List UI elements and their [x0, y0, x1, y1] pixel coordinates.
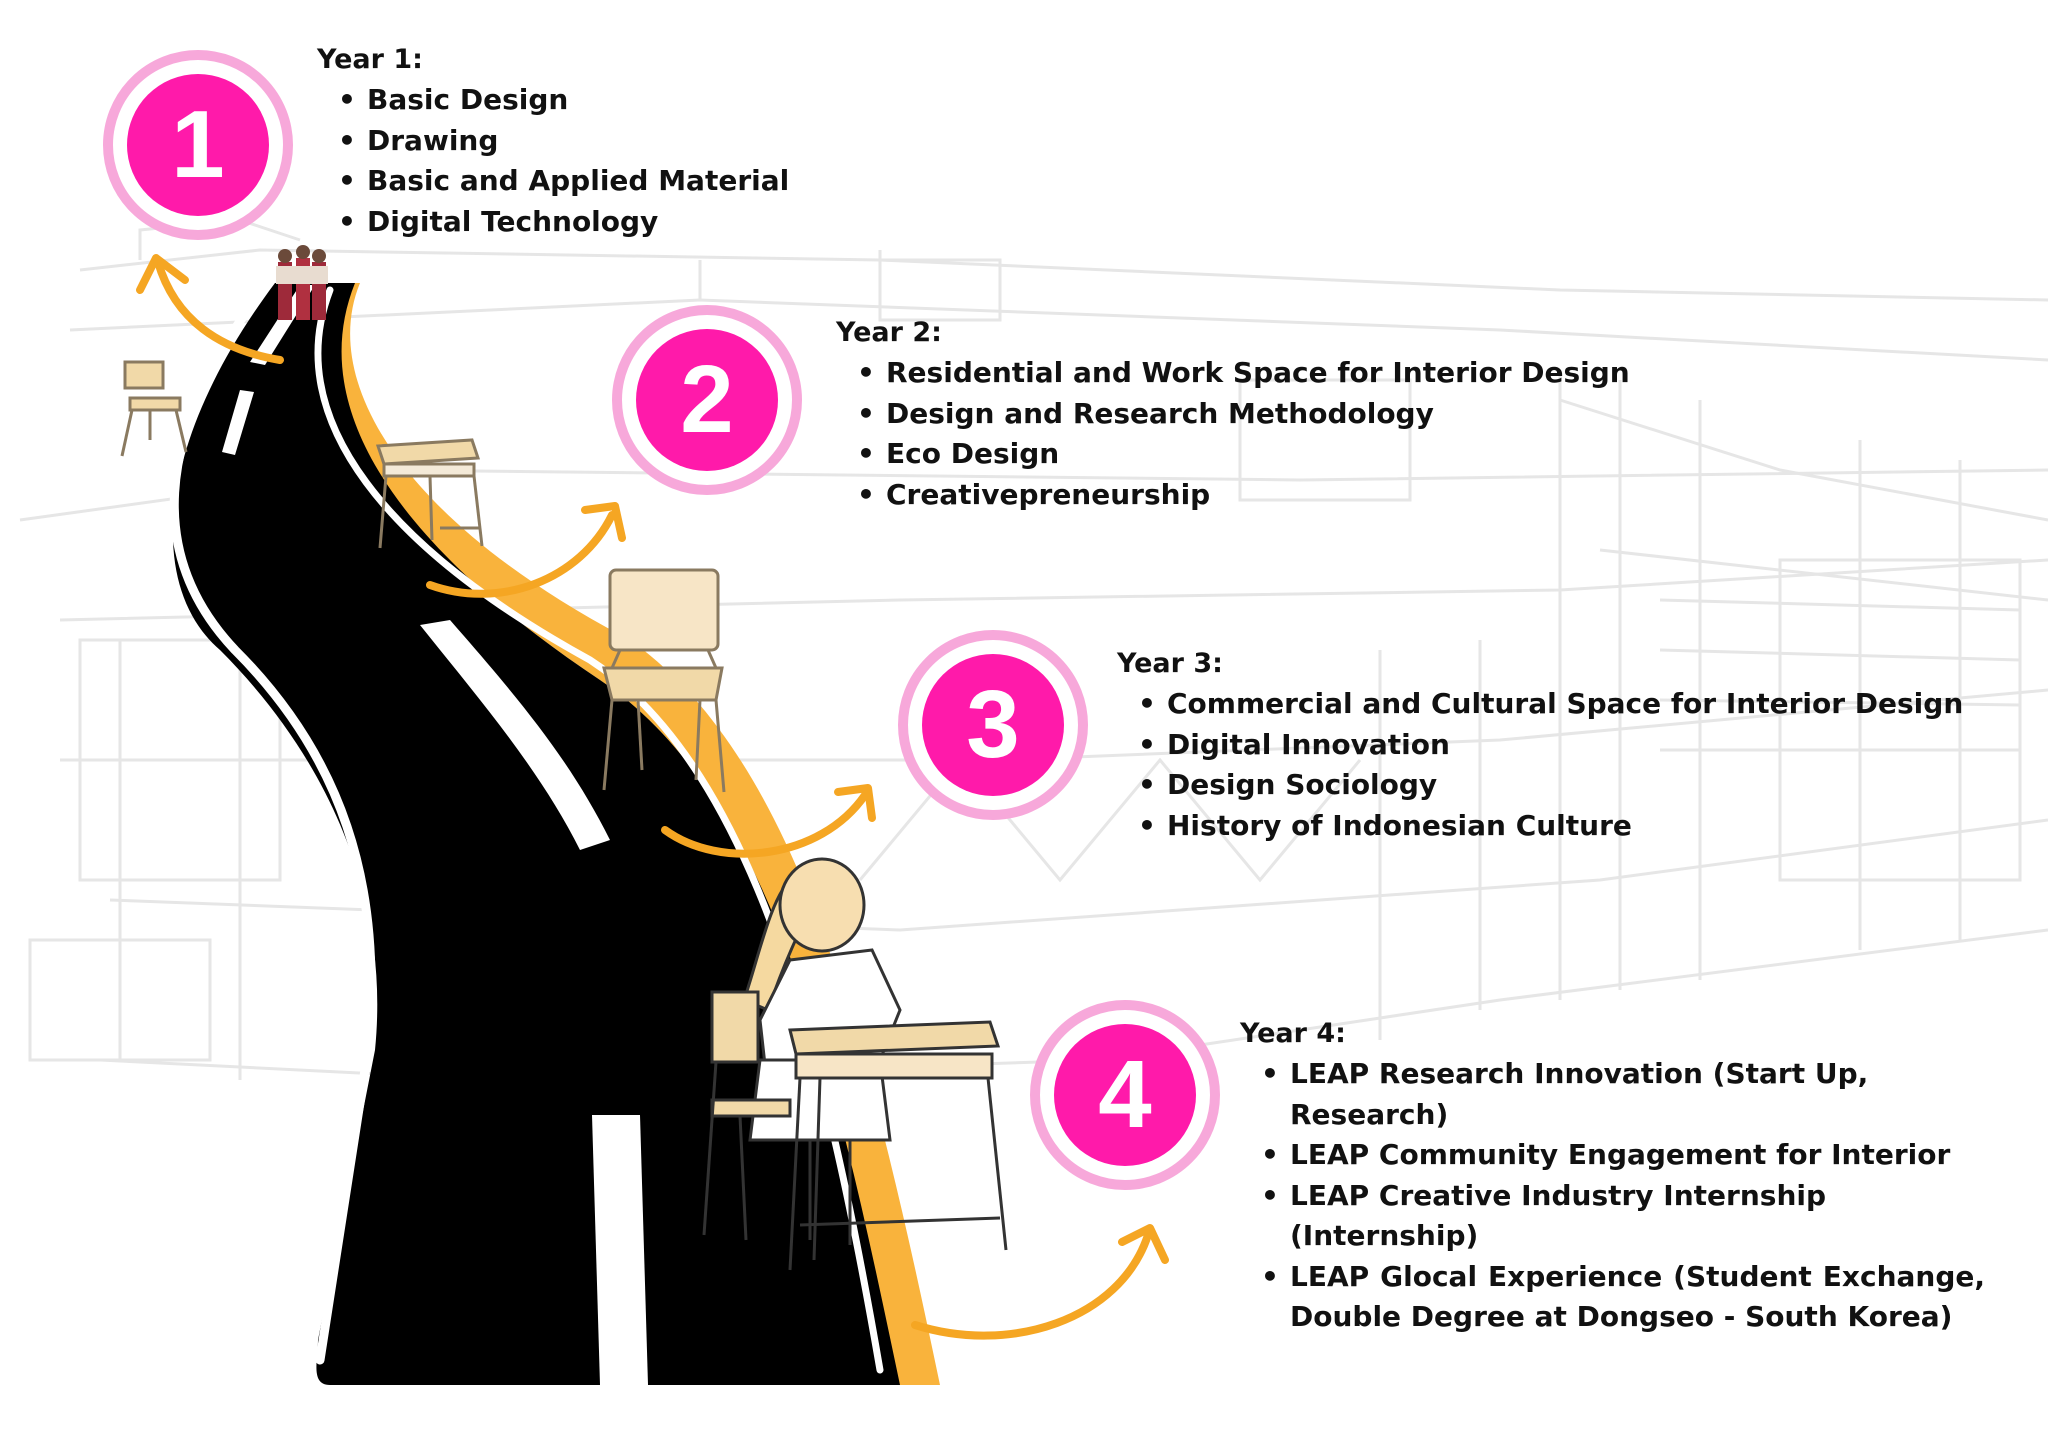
- year-2-course-list: Residential and Work Space for Interior …: [836, 353, 1656, 515]
- year-4-title: Year 4:: [1240, 1018, 1346, 1049]
- year-2-title: Year 2:: [836, 317, 942, 348]
- year-3-badge: 3: [898, 630, 1088, 820]
- year-4-course-list: LEAP Research Innovation (Start Up, Rese…: [1240, 1054, 1985, 1338]
- year-2-block: Year 2: Residential and Work Space for I…: [836, 313, 1656, 515]
- year-4-course: LEAP Creative Industry Internship (Inter…: [1261, 1176, 1985, 1257]
- road-dash-3: [420, 620, 610, 850]
- year-4-course: LEAP Glocal Experience (Student Exchange…: [1261, 1257, 1985, 1338]
- year-2-badge: 2: [612, 305, 802, 495]
- road-orange-edge: [335, 283, 940, 1385]
- year-3-course-list: Commercial and Cultural Space for Interi…: [1117, 684, 1967, 846]
- arrow-to-year-4: [911, 1224, 1169, 1340]
- year-1-course-list: Basic Design Drawing Basic and Applied M…: [317, 80, 917, 242]
- year-4-course: LEAP Research Innovation (Start Up, Rese…: [1261, 1054, 1985, 1135]
- year-2-number: 2: [636, 329, 778, 471]
- desk-2-figure: [375, 438, 484, 549]
- year-3-course: Commercial and Cultural Space for Interi…: [1138, 684, 1967, 725]
- chair-1-figure: [120, 360, 188, 457]
- road-dash-4: [592, 1115, 648, 1385]
- chair-4-figure: [702, 990, 792, 1241]
- year-1-course: Drawing: [338, 121, 917, 162]
- year-2-course: Eco Design: [857, 434, 1656, 475]
- chair-3-figure: [602, 568, 726, 793]
- year-4-block: Year 4: LEAP Research Innovation (Start …: [1240, 1014, 1985, 1338]
- year-3-block: Year 3: Commercial and Cultural Space fo…: [1117, 644, 1967, 846]
- arrow-to-year-1: [136, 254, 284, 364]
- year-1-course: Basic and Applied Material: [338, 161, 917, 202]
- students-group-figure: [276, 245, 328, 320]
- year-1-number: 1: [127, 74, 269, 216]
- road-dash-2: [222, 390, 254, 455]
- student-at-desk-figure: [702, 857, 1008, 1271]
- desk-4-figure: [788, 1020, 1008, 1271]
- year-3-course: Design Sociology: [1138, 765, 1967, 806]
- year-3-course: History of Indonesian Culture: [1138, 806, 1967, 847]
- year-3-title: Year 3:: [1117, 648, 1223, 679]
- year-4-number: 4: [1054, 1024, 1196, 1166]
- arrow-to-year-3: [661, 784, 876, 858]
- year-3-course: Digital Innovation: [1138, 725, 1967, 766]
- year-4-badge: 4: [1030, 1000, 1220, 1190]
- year-4-course: LEAP Community Engagement for Interior: [1261, 1135, 1985, 1176]
- year-2-course: Creativepreneurship: [857, 475, 1656, 516]
- road-left-edge-line: [169, 285, 376, 1365]
- arrow-to-year-2: [426, 502, 626, 598]
- year-1-course: Digital Technology: [338, 202, 917, 243]
- year-1-course: Basic Design: [338, 80, 917, 121]
- year-2-course: Design and Research Methodology: [857, 394, 1656, 435]
- year-1-title: Year 1:: [317, 44, 423, 75]
- year-3-number: 3: [922, 654, 1064, 796]
- year-2-course: Residential and Work Space for Interior …: [857, 353, 1656, 394]
- year-1-badge: 1: [103, 50, 293, 240]
- year-1-block: Year 1: Basic Design Drawing Basic and A…: [317, 40, 917, 242]
